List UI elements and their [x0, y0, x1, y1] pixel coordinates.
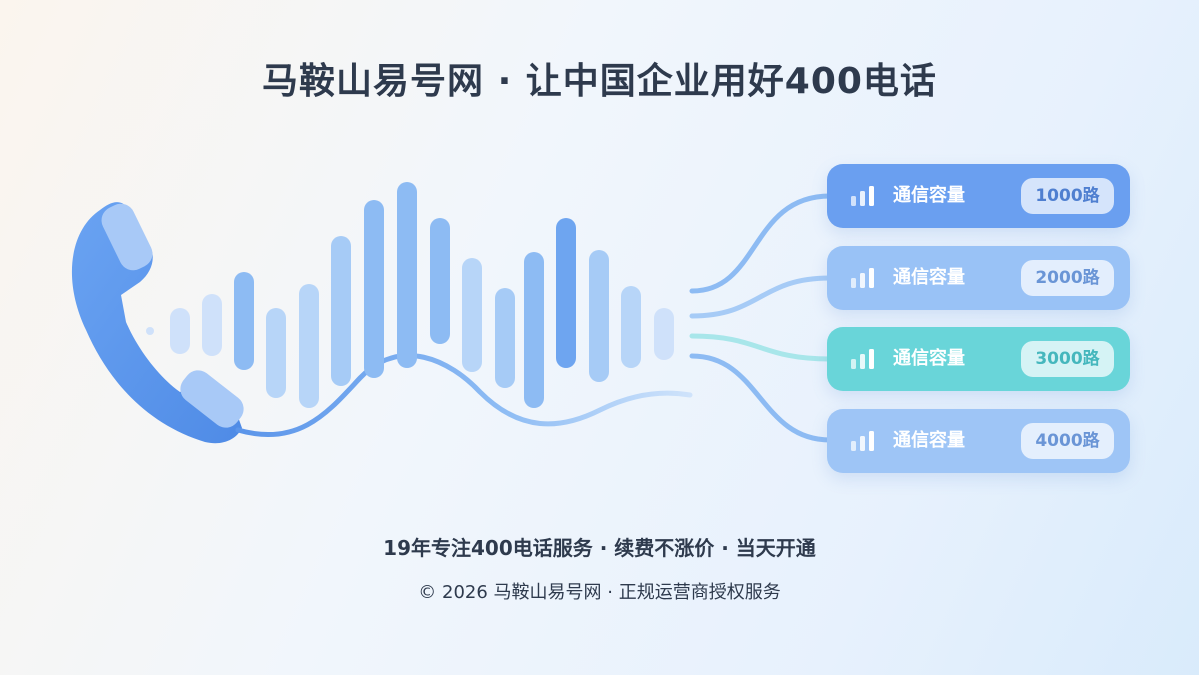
capacity-card-2[interactable]: 通信容量 2000路	[827, 246, 1130, 310]
capacity-card-4[interactable]: 通信容量 4000路	[827, 409, 1130, 473]
telephone-handset-icon	[71, 202, 244, 444]
capacity-value-badge: 2000路	[1021, 260, 1114, 296]
connector-lines	[689, 193, 833, 443]
service-tagline: 19年专注400电话服务 · 续费不涨价 · 当天开通	[383, 536, 816, 560]
signal-bars-icon	[851, 349, 874, 369]
copyright-text: © 2026 马鞍山易号网 · 正规运营商授权服务	[418, 582, 781, 603]
capacity-label: 通信容量	[893, 430, 965, 451]
phone-cord	[235, 353, 693, 438]
capacity-value-badge: 3000路	[1021, 341, 1114, 377]
signal-bars-icon	[851, 186, 874, 206]
capacity-label: 通信容量	[893, 348, 965, 369]
capacity-value-badge: 4000路	[1021, 423, 1114, 459]
sound-wave-icon	[146, 182, 674, 408]
signal-bars-icon	[851, 268, 874, 288]
page-title: 马鞍山易号网 · 让中国企业用好400电话	[262, 61, 937, 102]
capacity-card-1[interactable]: 通信容量 1000路	[827, 164, 1130, 228]
capacity-value-badge: 1000路	[1021, 178, 1114, 214]
capacity-label: 通信容量	[893, 185, 965, 206]
capacity-card-3[interactable]: 通信容量 3000路	[827, 327, 1130, 391]
signal-bars-icon	[851, 431, 874, 451]
capacity-label: 通信容量	[893, 267, 965, 288]
